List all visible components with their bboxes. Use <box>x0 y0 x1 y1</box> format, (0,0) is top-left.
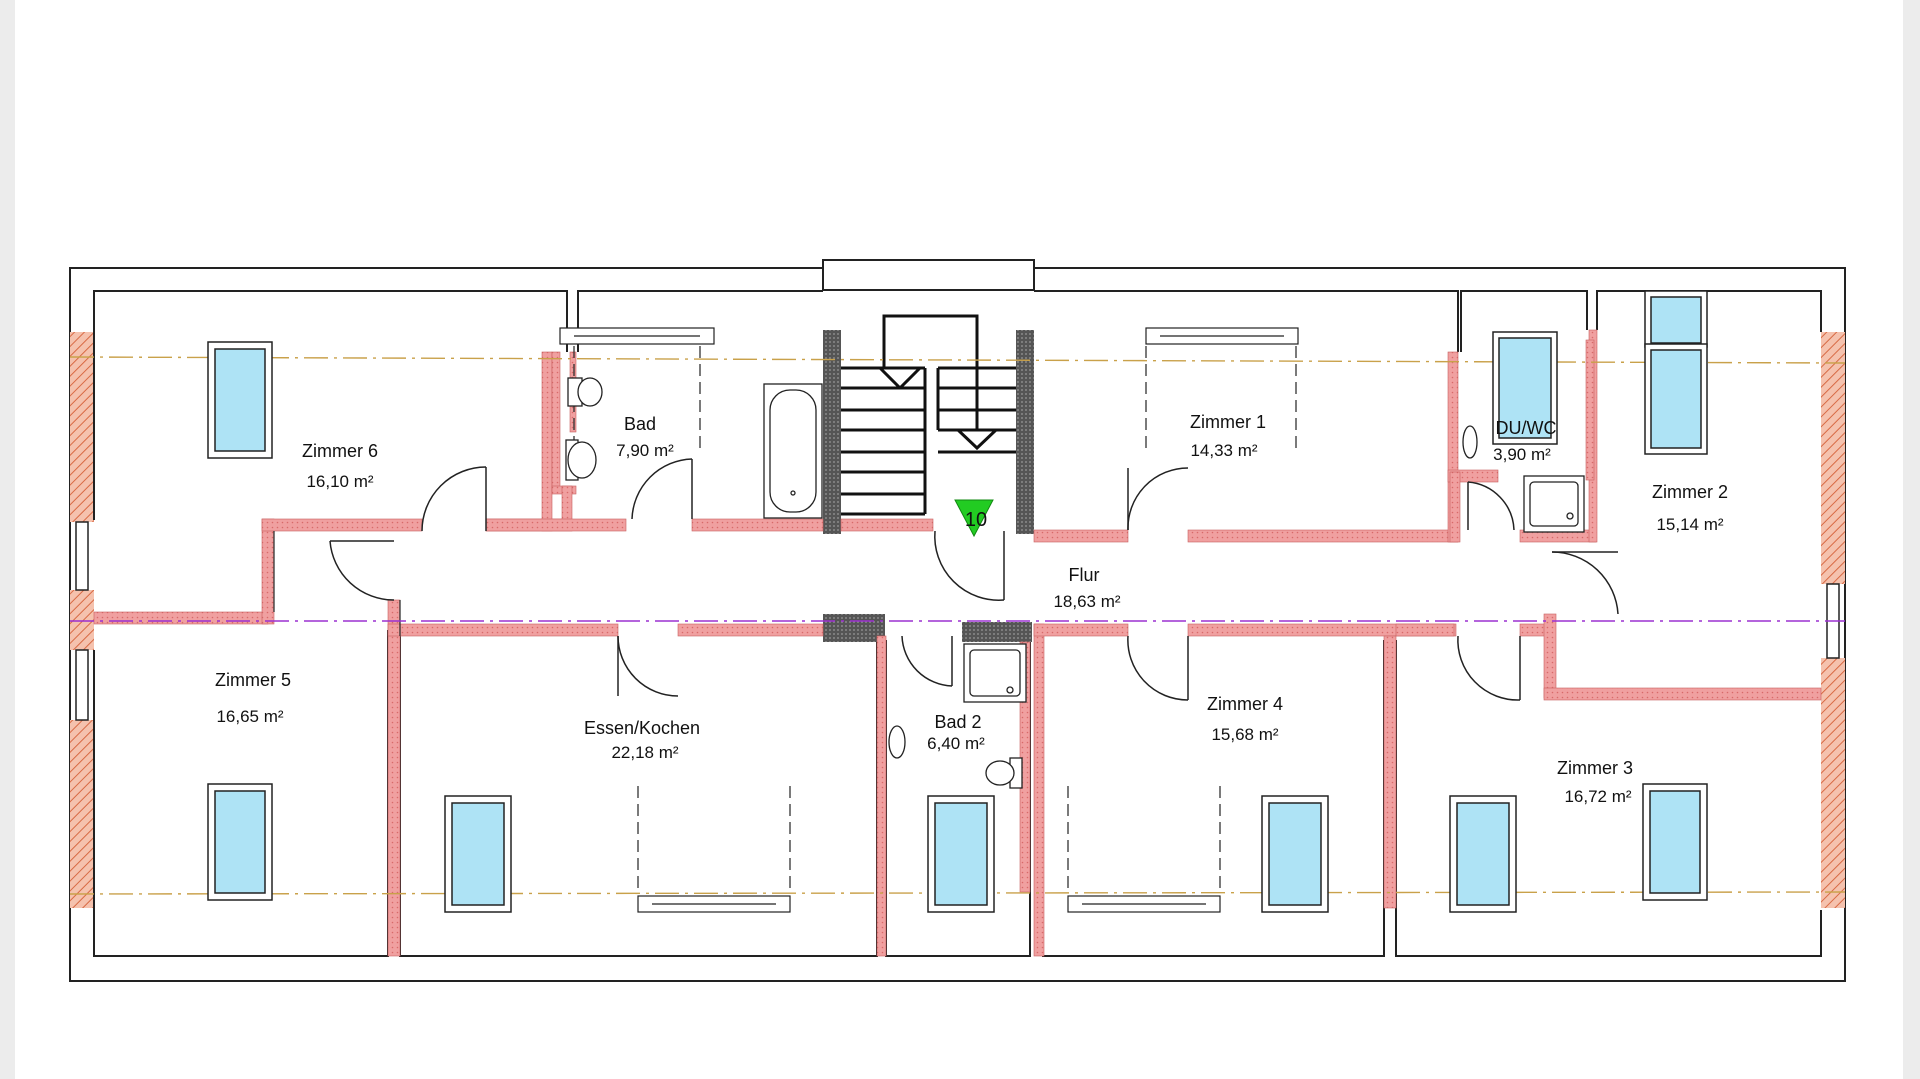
doors <box>329 458 1619 701</box>
corridor-outline <box>273 531 401 636</box>
sanitary-fixtures <box>565 377 1585 789</box>
room-bad-name: Bad <box>624 414 656 434</box>
room-bad-area: 7,90 m² <box>616 441 674 460</box>
staircase <box>823 314 1034 642</box>
stair-bay-outline <box>822 259 1035 291</box>
room-zimmer-1-name: Zimmer 1 <box>1190 412 1266 432</box>
room-zimmer-5-area: 16,65 m² <box>216 707 283 726</box>
room-zimmer-2-name: Zimmer 2 <box>1652 482 1728 502</box>
marker-label: 10 <box>965 509 987 531</box>
level-marker: 10 <box>954 499 994 538</box>
room-du-wc-area: 3,90 m² <box>1493 445 1551 464</box>
interior-walls <box>93 329 1822 957</box>
room-zimmer-4-name: Zimmer 4 <box>1207 694 1283 714</box>
room-zimmer-1-area: 14,33 m² <box>1190 441 1257 460</box>
room-bad-2-name: Bad 2 <box>934 712 981 732</box>
room-essen-kochen-area: 22,18 m² <box>611 743 678 762</box>
marker-triangle <box>954 499 994 538</box>
room-zimmer-3-name: Zimmer 3 <box>1557 758 1633 778</box>
room-bad-2-area: 6,40 m² <box>927 734 985 753</box>
room-flur-name: Flur <box>1069 565 1100 585</box>
room-zimmer-6-name: Zimmer 6 <box>302 441 378 461</box>
room-zimmer-4-area: 15,68 m² <box>1211 725 1278 744</box>
room-zimmer-6-area: 16,10 m² <box>306 472 373 491</box>
room-zimmer-2-area: 15,14 m² <box>1656 515 1723 534</box>
room-labels: Zimmer 6 16,10 m² Bad 7,90 m² Zimmer 1 1… <box>215 412 1728 806</box>
room-essen-kochen-name: Essen/Kochen <box>584 718 700 738</box>
room-zimmer-3-area: 16,72 m² <box>1564 787 1631 806</box>
room-du-wc-name: DU/WC <box>1496 418 1557 438</box>
axis-lines <box>69 356 1846 895</box>
room-zimmer-5-name: Zimmer 5 <box>215 670 291 690</box>
dormers <box>559 327 1299 913</box>
gable-walls <box>70 332 1845 908</box>
room-flur-area: 18,63 m² <box>1053 592 1120 611</box>
roof-windows <box>207 290 1708 913</box>
